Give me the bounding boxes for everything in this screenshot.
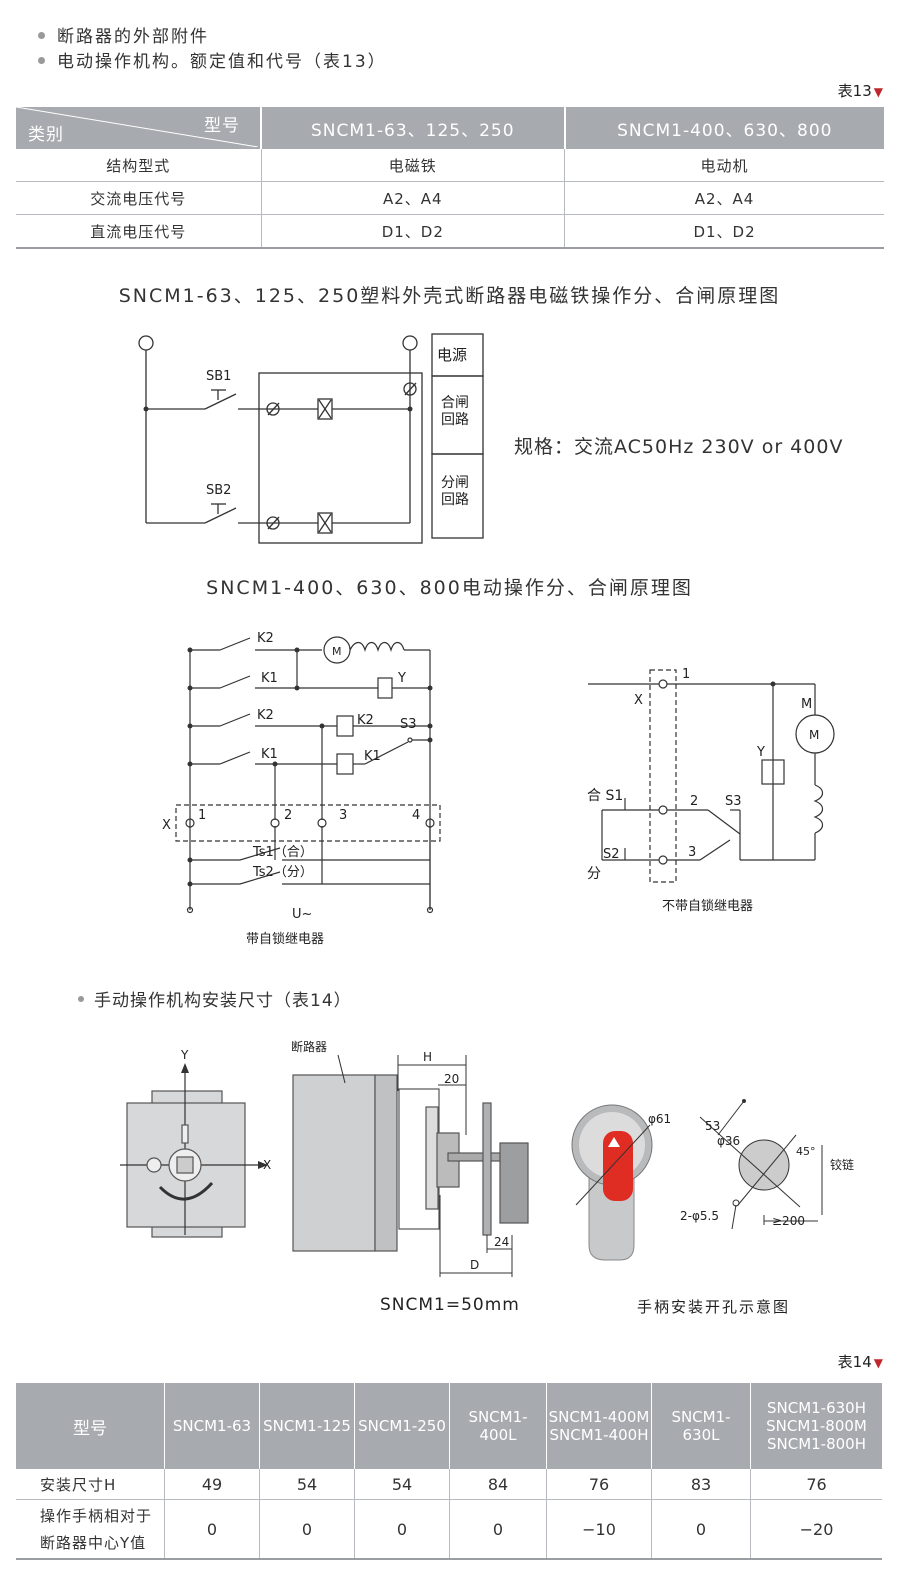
table-13: 型号 类别 SNCM1-63、125、250 SNCM1-400、630、800… xyxy=(16,107,884,249)
diagram2-left-circuit: K2 K1 M Y K2 K2 S3 K1 K1 X 1 2 3 4 Ts1（合… xyxy=(162,631,441,947)
table14-tag: 表14▼ xyxy=(837,1353,883,1371)
bullet-dot-icon xyxy=(38,31,45,39)
svg-text:H: H xyxy=(423,1050,432,1064)
table13-col2-header: SNCM1-400、630、800 xyxy=(564,107,884,149)
svg-text:φ36: φ36 xyxy=(717,1134,740,1148)
svg-text:≥200: ≥200 xyxy=(772,1214,805,1228)
svg-text:2: 2 xyxy=(284,808,292,823)
bullet-dot-icon xyxy=(78,996,84,1002)
diagram2-title: SNCM1-400、630、800电动操作分、合闸原理图 xyxy=(206,577,693,599)
svg-text:S3: S3 xyxy=(725,794,742,809)
svg-text:S2: S2 xyxy=(603,847,620,862)
svg-text:断路器: 断路器 xyxy=(291,1039,327,1054)
svg-text:带自锁继电器: 带自锁继电器 xyxy=(246,931,324,947)
svg-text:铰链: 铰链 xyxy=(830,1157,854,1172)
bullet-external-accessories: 断路器的外部附件 xyxy=(38,22,209,47)
svg-text:1: 1 xyxy=(682,667,690,682)
svg-text:24: 24 xyxy=(494,1235,509,1249)
caption-left: SNCM1=50mm xyxy=(380,1295,520,1315)
svg-text:D: D xyxy=(470,1258,479,1272)
svg-text:K2: K2 xyxy=(357,713,374,728)
svg-text:Ts1（合）: Ts1（合） xyxy=(252,845,313,860)
svg-text:U~: U~ xyxy=(292,907,312,922)
svg-text:X: X xyxy=(634,693,643,708)
caption-right: 手柄安装开孔示意图 xyxy=(637,1298,791,1316)
svg-text:合 S1: 合 S1 xyxy=(587,788,623,804)
svg-text:回路: 回路 xyxy=(441,412,469,428)
svg-text:M: M xyxy=(332,645,342,658)
diagram1-title: SNCM1-63、125、250塑料外壳式断路器电磁铁操作分、合闸原理图 xyxy=(118,285,781,307)
table-row: 结构型式 电磁铁 电动机 xyxy=(16,149,884,182)
svg-text:20: 20 xyxy=(444,1072,459,1086)
table13-tag: 表13▼ xyxy=(837,82,883,100)
svg-text:M: M xyxy=(801,697,812,712)
svg-text:2: 2 xyxy=(690,794,698,809)
diagonal-divider xyxy=(16,107,258,147)
sb2-label: SB2 xyxy=(206,483,231,498)
svg-text:K2: K2 xyxy=(257,708,274,723)
svg-text:X: X xyxy=(263,1158,271,1172)
side-view xyxy=(292,1074,529,1252)
box-power-label: 电源 xyxy=(437,346,467,364)
spec-text: 规格：交流AC50Hz 230V or 400V xyxy=(514,436,844,458)
svg-text:Y: Y xyxy=(756,745,765,760)
diagram3-installation-dimensions: Y X 断路器 H 20 24 D φ61 xyxy=(120,1039,854,1277)
hole-diagram xyxy=(699,1100,823,1230)
svg-text:Ts2（分）: Ts2（分） xyxy=(252,865,313,880)
diagram1-electromagnet-circuit: SB1 SB2 电源 合闸 回路 分闸 回路 xyxy=(138,333,484,544)
bullet-electric-mechanism: 电动操作机构。额定值和代号（表13） xyxy=(38,47,387,72)
svg-text:45°: 45° xyxy=(796,1145,816,1158)
svg-text:2-φ5.5: 2-φ5.5 xyxy=(680,1209,719,1223)
front-view xyxy=(120,1069,262,1238)
svg-text:1: 1 xyxy=(198,808,206,823)
svg-text:K2: K2 xyxy=(257,631,274,646)
bullet-manual-mechanism: 手动操作机构安装尺寸（表14） xyxy=(78,986,352,1011)
svg-text:4: 4 xyxy=(412,808,420,823)
svg-text:53: 53 xyxy=(705,1119,720,1133)
svg-text:3: 3 xyxy=(339,808,347,823)
svg-text:M: M xyxy=(809,728,819,742)
svg-text:分: 分 xyxy=(587,866,601,882)
svg-text:Y: Y xyxy=(397,671,406,686)
bullet-dot-icon xyxy=(38,56,45,64)
svg-text:φ61: φ61 xyxy=(648,1112,671,1126)
handle-view xyxy=(571,1104,653,1261)
svg-text:S3: S3 xyxy=(400,717,417,732)
table-row: 交流电压代号 A2、A4 A2、A4 xyxy=(16,181,884,215)
diagram2-right-circuit: 1 X 合 S1 S2 分 2 S3 3 Y M M 不带自锁继电器 xyxy=(587,667,835,914)
svg-text:K1: K1 xyxy=(261,671,278,686)
down-arrow-icon: ▼ xyxy=(873,85,883,99)
svg-text:K1: K1 xyxy=(261,747,278,762)
svg-text:K1: K1 xyxy=(364,749,381,764)
svg-text:X: X xyxy=(162,818,171,833)
svg-text:Y: Y xyxy=(180,1048,189,1062)
down-arrow-icon: ▼ xyxy=(873,1356,883,1370)
svg-text:回路: 回路 xyxy=(441,492,469,508)
table-row: 直流电压代号 D1、D2 D1、D2 xyxy=(16,214,884,249)
svg-text:分闸: 分闸 xyxy=(441,475,469,491)
table-14: 型号 SNCM1-63 SNCM1-125 SNCM1-250 SNCM1-40… xyxy=(16,1383,882,1560)
svg-text:3: 3 xyxy=(688,845,696,860)
table13-col1-header: SNCM1-63、125、250 xyxy=(261,107,566,149)
sb1-label: SB1 xyxy=(206,369,231,384)
table13-corner-header: 型号 类别 xyxy=(16,107,262,149)
svg-text:合闸: 合闸 xyxy=(441,395,469,411)
svg-text:不带自锁继电器: 不带自锁继电器 xyxy=(662,898,753,914)
